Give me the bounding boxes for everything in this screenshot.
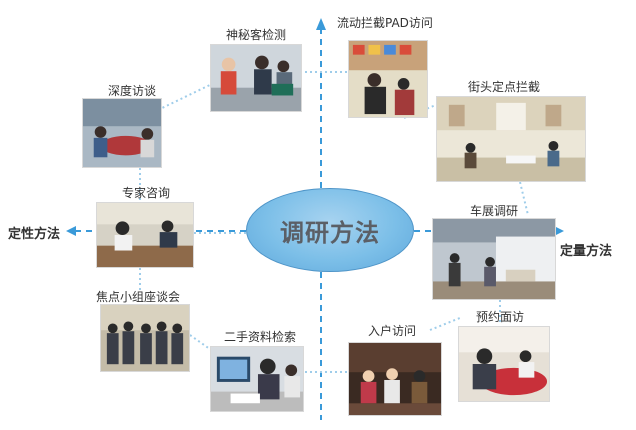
- photo-in-depth: [82, 98, 162, 168]
- photo-mystery-shopper: [210, 44, 302, 112]
- label-street-intercept: 街头定点拦截: [468, 80, 541, 94]
- label-expert: 专家咨询: [122, 186, 171, 200]
- label-in-depth: 深度访谈: [108, 84, 157, 98]
- arrow-right: [554, 226, 564, 236]
- label-focus-group: 焦点小组座谈会: [96, 290, 181, 304]
- center-ellipse: 调研方法: [246, 188, 414, 272]
- label-mystery-shopper: 神秘客检测: [226, 28, 287, 42]
- label-mobile-pad: 流动拦截PAD访问: [337, 16, 433, 30]
- quantitative-label: 定量方法: [560, 244, 613, 259]
- photo-desk-research: [210, 346, 304, 412]
- photo-appointment: [458, 326, 550, 402]
- photo-home-visit: [348, 342, 442, 416]
- photo-street-intercept: [436, 96, 586, 182]
- photo-auto-show: [432, 218, 556, 300]
- label-home-visit: 入户访问: [368, 324, 417, 338]
- label-auto-show: 车展调研: [470, 204, 519, 218]
- label-desk-research: 二手资料检索: [224, 330, 297, 344]
- photo-mobile-pad: [348, 40, 428, 118]
- photo-focus-group: [100, 304, 190, 372]
- photo-expert: [96, 202, 194, 268]
- center-title: 调研方法: [280, 218, 380, 247]
- arrow-left: [66, 226, 76, 236]
- arrow-up: [316, 18, 326, 30]
- qualitative-label: 定性方法: [8, 227, 61, 242]
- label-appointment: 预约面访: [476, 310, 525, 324]
